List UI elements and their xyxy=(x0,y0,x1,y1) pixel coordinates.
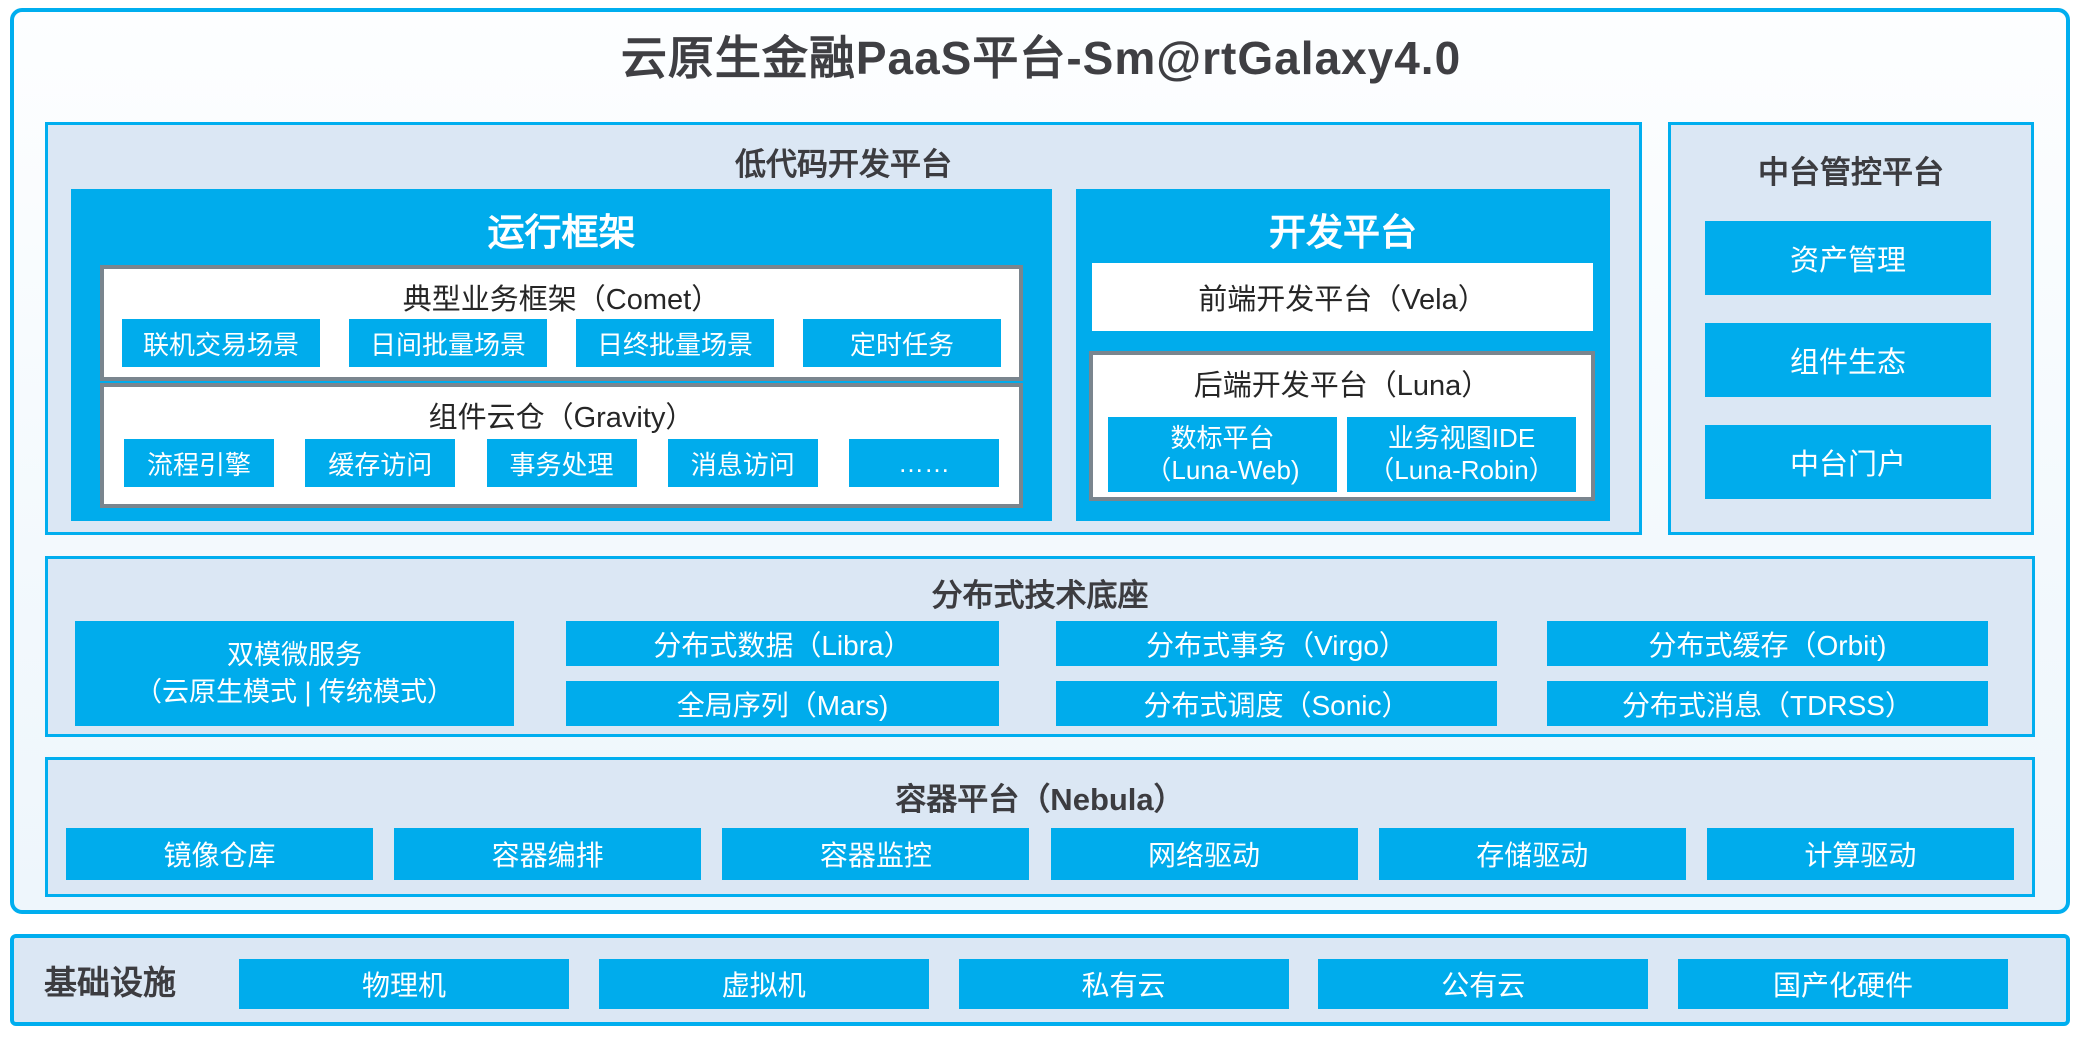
gravity-chip-message-access: 消息访问 xyxy=(667,439,818,487)
luna-box: 后端开发平台（Luna） 数标平台 （Luna-Web) 业务视图IDE （Lu… xyxy=(1089,351,1595,501)
dev-platform-title: 开发平台 xyxy=(1269,212,1417,253)
dual-mode-line1: 双模微服务 xyxy=(227,640,362,671)
luna-web-line1: 数标平台 xyxy=(1170,422,1275,453)
comet-chip-online-trading: 联机交易场景 xyxy=(122,319,320,367)
infrastructure-panel: 基础设施 物理机 虚拟机 私有云 公有云 国产化硬件 xyxy=(10,934,2070,1026)
private-cloud-chip: 私有云 xyxy=(958,959,1289,1009)
container-platform-title: 容器平台（Nebula） xyxy=(895,782,1185,817)
container-monitoring-chip: 容器监控 xyxy=(722,828,1030,880)
gravity-chip-row: 流程引擎 缓存访问 事务处理 消息访问 …… xyxy=(124,439,999,487)
dual-mode-line2: （云原生模式 | 传统模式） xyxy=(134,676,455,707)
gravity-chip-cache-access: 缓存访问 xyxy=(305,439,456,487)
luna-robin-line1: 业务视图IDE xyxy=(1387,422,1536,453)
gravity-title: 组件云仓（Gravity） xyxy=(428,402,695,434)
distributed-transaction-box: 分布式事务（Virgo） xyxy=(1056,621,1497,666)
distributed-base-title: 分布式技术底座 xyxy=(931,578,1149,613)
comet-chip-scheduled-task: 定时任务 xyxy=(803,319,1001,367)
comet-chip-daytime-batch: 日间批量场景 xyxy=(349,319,547,367)
physical-machine-chip: 物理机 xyxy=(239,959,569,1009)
distributed-base-panel: 分布式技术底座 双模微服务 （云原生模式 | 传统模式） 分布式数据（Libra… xyxy=(45,556,2035,737)
luna-title: 后端开发平台（Luna） xyxy=(1193,370,1491,402)
gravity-chip-process-engine: 流程引擎 xyxy=(124,439,274,487)
gravity-chip-ellipsis: …… xyxy=(849,439,999,487)
luna-robin-line2: （Luna-Robin） xyxy=(1368,454,1555,485)
image-registry-chip: 镜像仓库 xyxy=(66,828,373,880)
distributed-cache-box: 分布式缓存（Orbit) xyxy=(1547,621,1988,666)
midplatform-portal: 中台门户 xyxy=(1705,425,1991,499)
infrastructure-chip-row: 物理机 虚拟机 私有云 公有云 国产化硬件 xyxy=(239,959,2008,1009)
page-title: 云原生金融PaaS平台-Sm@rtGalaxy4.0 xyxy=(620,32,1462,84)
storage-driver-chip: 存储驱动 xyxy=(1378,828,1686,880)
luna-chip-robin: 业务视图IDE （Luna-Robin） xyxy=(1347,417,1576,492)
container-platform-panel: 容器平台（Nebula） 镜像仓库 容器编排 容器监控 网络驱动 存储驱动 计算… xyxy=(45,757,2035,897)
comet-title: 典型业务框架（Comet） xyxy=(402,284,721,316)
container-orchestration-chip: 容器编排 xyxy=(394,828,702,880)
distributed-data-box: 分布式数据（Libra） xyxy=(566,621,999,666)
dual-mode-microservice-box: 双模微服务 （云原生模式 | 传统模式） xyxy=(75,621,514,726)
luna-web-line2: （Luna-Web) xyxy=(1145,454,1300,485)
midplatform-title: 中台管控平台 xyxy=(1758,155,1944,190)
compute-driver-chip: 计算驱动 xyxy=(1706,828,2014,880)
infrastructure-title: 基础设施 xyxy=(44,964,176,1001)
midplatform-asset-mgmt: 资产管理 xyxy=(1705,221,1991,295)
luna-chip-web: 数标平台 （Luna-Web) xyxy=(1108,417,1337,492)
gravity-box: 组件云仓（Gravity） 流程引擎 缓存访问 事务处理 消息访问 …… xyxy=(100,383,1023,508)
runtime-framework-box: 运行框架 典型业务框架（Comet） 联机交易场景 日间批量场景 日终批量场景 … xyxy=(71,189,1052,521)
comet-chip-row: 联机交易场景 日间批量场景 日终批量场景 定时任务 xyxy=(116,319,1007,367)
lowcode-panel: 低代码开发平台 运行框架 典型业务框架（Comet） 联机交易场景 日间批量场景… xyxy=(45,122,1642,535)
global-sequence-box: 全局序列（Mars) xyxy=(566,681,999,726)
public-cloud-chip: 公有云 xyxy=(1318,959,1649,1009)
vela-box: 前端开发平台（Vela） xyxy=(1092,263,1593,331)
network-driver-chip: 网络驱动 xyxy=(1050,828,1358,880)
virtual-machine-chip: 虚拟机 xyxy=(598,959,929,1009)
gravity-chip-transaction: 事务处理 xyxy=(486,439,637,487)
dev-platform-box: 开发平台 前端开发平台（Vela） 后端开发平台（Luna） 数标平台 （Lun… xyxy=(1076,189,1610,521)
lowcode-panel-title: 低代码开发平台 xyxy=(735,147,952,182)
luna-chip-row: 数标平台 （Luna-Web) 业务视图IDE （Luna-Robin） xyxy=(1108,417,1576,492)
runtime-framework-title: 运行框架 xyxy=(487,212,636,253)
midplatform-component-eco: 组件生态 xyxy=(1705,323,1991,397)
container-chip-row: 镜像仓库 容器编排 容器监控 网络驱动 存储驱动 计算驱动 xyxy=(66,828,2014,880)
distributed-message-box: 分布式消息（TDRSS） xyxy=(1547,681,1988,726)
distributed-scheduler-box: 分布式调度（Sonic） xyxy=(1056,681,1497,726)
midplatform-panel: 中台管控平台 资产管理 组件生态 中台门户 xyxy=(1668,122,2034,535)
domestic-hardware-chip: 国产化硬件 xyxy=(1678,959,2008,1009)
comet-box: 典型业务框架（Comet） 联机交易场景 日间批量场景 日终批量场景 定时任务 xyxy=(100,265,1023,381)
comet-chip-eod-batch: 日终批量场景 xyxy=(576,319,774,367)
